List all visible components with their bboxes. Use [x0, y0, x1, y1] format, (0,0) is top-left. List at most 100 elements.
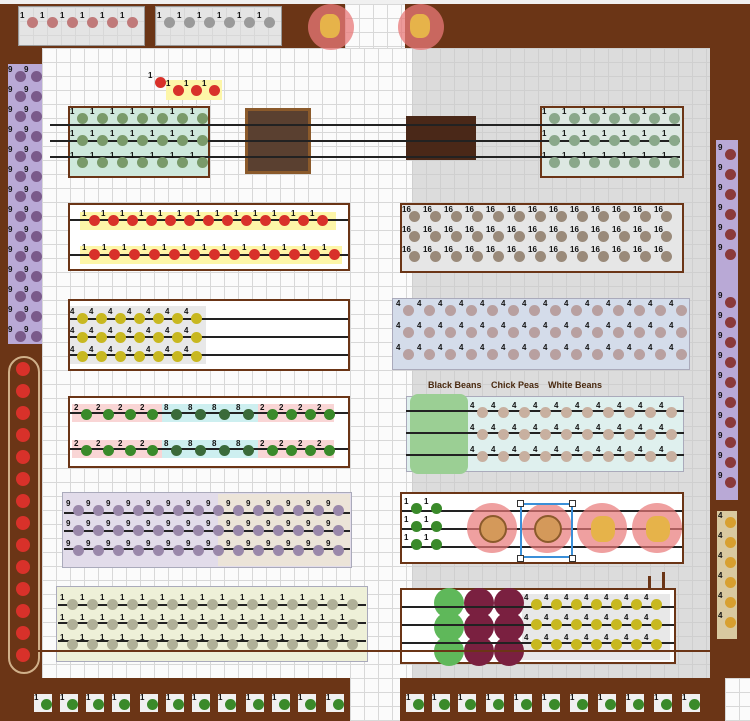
lettuce-plant[interactable]: 1 [320, 634, 340, 654]
radish-plant[interactable]: 16 [549, 206, 569, 226]
herb-plant[interactable]: 9 [718, 144, 738, 164]
tomato-plant[interactable]: 1 [202, 80, 222, 100]
onion-plant[interactable]: 4 [470, 424, 490, 444]
onion-plant[interactable]: 4 [543, 322, 563, 342]
lettuce-plant[interactable]: 1 [662, 152, 682, 172]
tomato-plant[interactable]: 1 [162, 244, 182, 264]
tomato-plant[interactable]: 1 [222, 244, 242, 264]
herb-plant[interactable]: 9 [226, 540, 246, 560]
lettuce-plant[interactable]: 1 [200, 614, 220, 634]
lettuce-plant[interactable]: 1 [100, 594, 120, 614]
lettuce-plant[interactable]: 1 [170, 152, 190, 172]
herb-plant[interactable]: 9 [718, 164, 738, 184]
corn-plant[interactable]: 4 [604, 594, 624, 614]
lettuce-plant[interactable]: 1 [120, 594, 140, 614]
lettuce-plant[interactable]: 1 [602, 108, 622, 128]
carrot-plant[interactable]: 1 [406, 694, 424, 712]
onion-plant[interactable]: 4 [718, 612, 738, 632]
pie-icon[interactable] [479, 515, 507, 543]
lettuce-plant[interactable]: 1 [180, 634, 200, 654]
herb-plant[interactable]: 9 [8, 106, 28, 126]
herb-plant[interactable]: 9 [8, 306, 28, 326]
onion-plant[interactable]: 4 [606, 344, 626, 364]
onion-plant[interactable]: 4 [480, 322, 500, 342]
carrot-plant[interactable]: 1 [514, 694, 532, 712]
radish-plant[interactable]: 16 [402, 206, 422, 226]
herb-plant[interactable]: 9 [8, 146, 28, 166]
lettuce-plant[interactable]: 1 [562, 152, 582, 172]
herb-plant[interactable]: 9 [206, 520, 226, 540]
tomato-plant[interactable]: 1 [122, 244, 142, 264]
onion-plant[interactable]: 4 [638, 424, 658, 444]
carrot-plant[interactable]: 1 [86, 694, 104, 712]
herb-plant[interactable]: 9 [24, 106, 44, 126]
corn-plant[interactable]: 4 [544, 594, 564, 614]
lettuce-plant[interactable]: 1 [157, 12, 177, 32]
onion-plant[interactable]: 4 [501, 344, 521, 364]
lettuce-plant[interactable]: 1 [622, 152, 642, 172]
radish-plant[interactable]: 16 [549, 246, 569, 266]
carrot-plant[interactable]: 1 [140, 694, 158, 712]
cucumber-plant[interactable]: 8 [236, 440, 256, 460]
lettuce-plant[interactable]: 1 [60, 594, 80, 614]
onion-plant[interactable]: 4 [627, 344, 647, 364]
herb-plant[interactable]: 9 [186, 500, 206, 520]
resize-handle-nw[interactable] [517, 500, 524, 507]
corn-plant[interactable]: 4 [165, 308, 185, 328]
carrot-plant[interactable]: 1 [404, 498, 424, 518]
onion-plant[interactable]: 4 [596, 402, 616, 422]
lettuce-plant[interactable]: 1 [60, 12, 80, 32]
lettuce-plant[interactable]: 1 [177, 12, 197, 32]
tomato-plant[interactable]: 1 [234, 210, 254, 230]
lettuce-plant[interactable]: 1 [220, 634, 240, 654]
onion-plant[interactable]: 4 [669, 344, 689, 364]
radish-plant[interactable]: 16 [654, 246, 674, 266]
radish-plant[interactable]: 16 [654, 206, 674, 226]
corn-plant[interactable]: 4 [89, 346, 109, 366]
lettuce-plant[interactable]: 1 [100, 634, 120, 654]
onion-plant[interactable]: 4 [617, 424, 637, 444]
herb-plant[interactable]: 9 [8, 186, 28, 206]
chicken-icon[interactable] [591, 516, 615, 542]
carrot-plant[interactable]: 1 [486, 694, 504, 712]
lettuce-plant[interactable]: 1 [340, 634, 360, 654]
onion-plant[interactable]: 4 [659, 402, 679, 422]
onion-plant[interactable]: 4 [659, 424, 679, 444]
tomato-plant[interactable]: 1 [120, 210, 140, 230]
rose-icon[interactable] [16, 428, 30, 442]
corn-plant[interactable]: 4 [544, 614, 564, 634]
tomato-plant[interactable]: 1 [282, 244, 302, 264]
carrot-plant[interactable]: 1 [542, 694, 560, 712]
lettuce-plant[interactable]: 1 [60, 634, 80, 654]
lettuce-plant[interactable]: 1 [320, 594, 340, 614]
lettuce-plant[interactable]: 1 [90, 152, 110, 172]
tomato-plant[interactable]: 1 [262, 244, 282, 264]
lettuce-plant[interactable]: 1 [80, 634, 100, 654]
corn-plant[interactable]: 4 [108, 327, 128, 347]
top-planter-2[interactable] [155, 6, 282, 46]
lettuce-plant[interactable]: 1 [130, 152, 150, 172]
herb-plant[interactable]: 9 [246, 520, 266, 540]
radish-plant[interactable]: 16 [507, 206, 527, 226]
corn-plant[interactable]: 4 [89, 327, 109, 347]
onion-plant[interactable]: 4 [659, 446, 679, 466]
radish-plant[interactable]: 16 [507, 246, 527, 266]
herb-plant[interactable]: 9 [126, 540, 146, 560]
corn-plant[interactable]: 4 [108, 308, 128, 328]
lettuce-plant[interactable]: 1 [542, 108, 562, 128]
pepper-plant[interactable]: 2 [74, 440, 94, 460]
onion-plant[interactable]: 4 [575, 446, 595, 466]
lettuce-plant[interactable]: 1 [140, 614, 160, 634]
onion-plant[interactable]: 4 [501, 300, 521, 320]
lettuce-plant[interactable]: 1 [40, 12, 60, 32]
top-planter-1[interactable] [18, 6, 145, 46]
lettuce-plant[interactable]: 1 [622, 108, 642, 128]
radish-plant[interactable]: 16 [570, 206, 590, 226]
rose-icon[interactable] [16, 538, 30, 552]
lettuce-plant[interactable]: 1 [100, 12, 120, 32]
lettuce-plant[interactable]: 1 [340, 614, 360, 634]
herb-plant[interactable]: 9 [206, 540, 226, 560]
radish-plant[interactable]: 16 [528, 206, 548, 226]
radish-plant[interactable]: 16 [444, 206, 464, 226]
herb-plant[interactable]: 9 [326, 500, 346, 520]
